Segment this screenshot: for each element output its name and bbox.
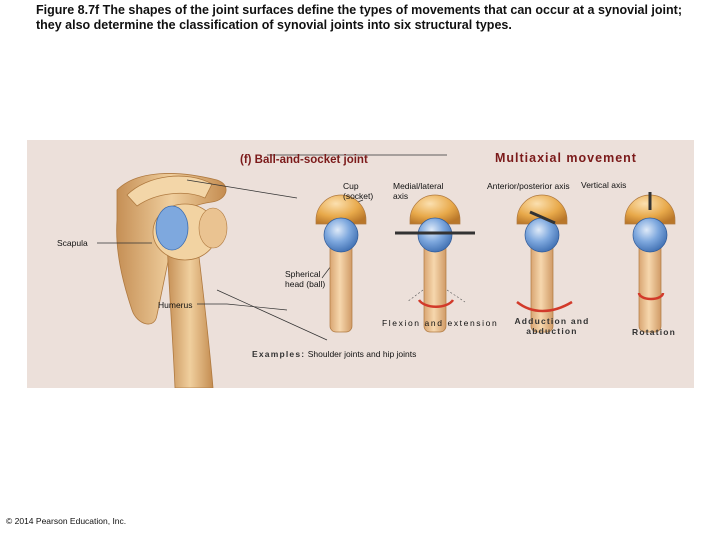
heading-label: (f) Ball-and-socket joint [240, 154, 368, 166]
flexion-label: Flexion and extension [382, 318, 499, 328]
examples-label: Examples: [252, 349, 306, 359]
diagram-panel: (f) Ball-and-socket joint Multiaxial mov… [27, 140, 694, 388]
medial-lateral-axis-label: Medial/lateral axis [393, 181, 444, 201]
movement-title: Multiaxial movement [495, 151, 637, 165]
humerus-shaft [166, 239, 214, 388]
humerus-label: Humerus [158, 300, 193, 310]
rotation-label: Rotation [632, 327, 677, 337]
scapula-label: Scapula [57, 238, 88, 248]
examples-line: Examples: Shoulder joints and hip joints [252, 349, 416, 359]
glenoid-cavity [155, 205, 189, 251]
acromion-shape [126, 175, 213, 207]
adduction-label: Adduction and abduction [514, 316, 590, 336]
spherical-head-label: Spherical head (ball) [285, 269, 326, 289]
anterior-posterior-axis-label: Anterior/posterior axis [487, 181, 570, 191]
vertical-axis-label: Vertical axis [581, 180, 627, 190]
copyright-notice: © 2014 Pearson Education, Inc. [6, 516, 127, 526]
joint-model-labeled [315, 194, 367, 333]
examples-text: Shoulder joints and hip joints [307, 349, 417, 359]
figure-caption: Figure 8.7f The shapes of the joint surf… [36, 3, 682, 32]
shoulder-anatomy [116, 173, 228, 388]
joint-model-flexion [395, 194, 475, 333]
greater-tubercle [198, 207, 228, 249]
joint-illustration [97, 154, 676, 388]
cup-label: Cup (socket) [343, 181, 374, 201]
joint-model-adduction [516, 194, 573, 333]
joint-model-rotation [624, 192, 676, 333]
